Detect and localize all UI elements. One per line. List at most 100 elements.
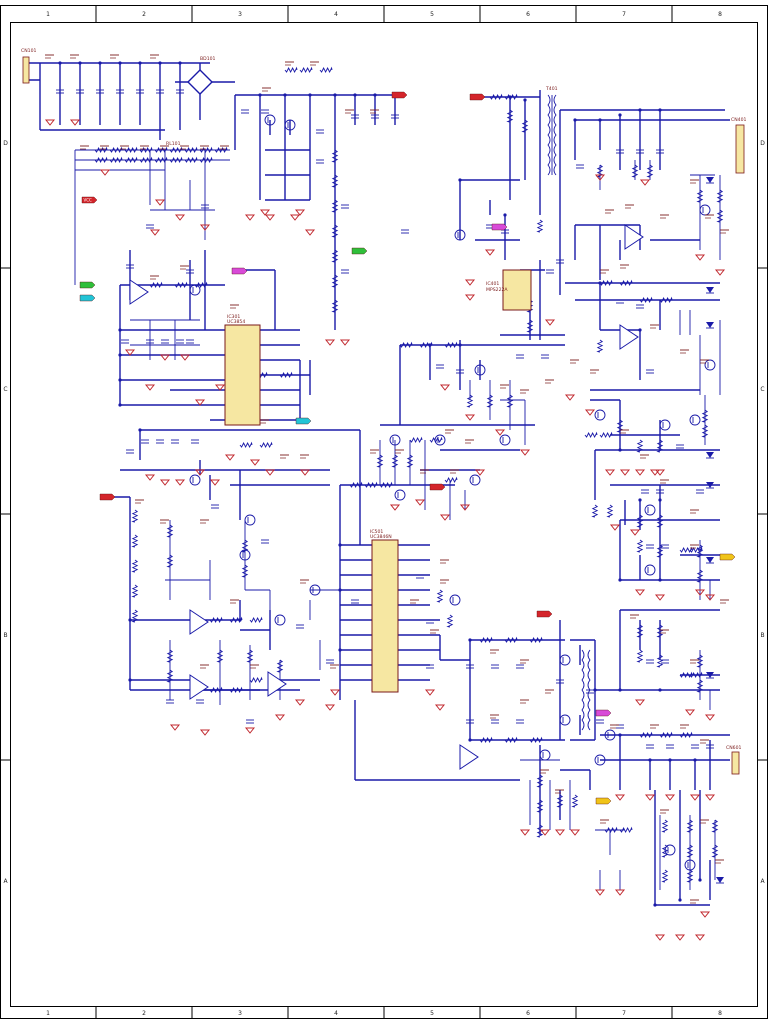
- ground-symbol: [699, 911, 711, 918]
- ground-symbol: [174, 214, 186, 221]
- resistor: [716, 209, 724, 223]
- resistor: [696, 654, 704, 668]
- net-flags: VCC: [79, 91, 736, 805]
- led-symbol: [706, 452, 714, 458]
- ground-symbol: [654, 469, 666, 476]
- resistor: [701, 424, 709, 438]
- resistor: [599, 431, 613, 439]
- opamp-symbol: [129, 279, 149, 305]
- opamp-symbol: [459, 744, 479, 770]
- svg-text:UC3846N: UC3846N: [370, 534, 392, 540]
- ground-symbol: [99, 169, 111, 176]
- ground-symbol: [439, 514, 451, 521]
- ground-symbol: [249, 459, 261, 466]
- svg-text:IC301: IC301: [227, 314, 240, 320]
- transistor-symbol: [684, 859, 696, 871]
- junction-dot: [118, 61, 122, 65]
- resistor: [166, 669, 174, 683]
- resistor: [536, 774, 544, 788]
- transistor-symbol: [309, 584, 321, 596]
- ic301: IC301 UC3854: [224, 314, 261, 426]
- resistor: [241, 564, 249, 578]
- junction-dot: [678, 898, 682, 902]
- resistor: [504, 636, 518, 644]
- transistor-symbol: [499, 434, 511, 446]
- ground-symbol: [554, 829, 566, 836]
- resistor: [619, 279, 633, 287]
- junction-dot: [58, 61, 62, 65]
- resistor: [331, 249, 339, 263]
- resistor: [131, 534, 139, 548]
- junction-dot: [458, 178, 462, 182]
- ground-symbol: [684, 709, 696, 716]
- resistor: [209, 686, 223, 694]
- ground-symbol: [274, 714, 286, 721]
- junction-dot: [118, 378, 122, 382]
- resistor: [599, 279, 613, 287]
- ground-symbol: [144, 384, 156, 391]
- junction-dot: [503, 213, 507, 217]
- transistor-symbol: [244, 514, 256, 526]
- resistor: [636, 439, 644, 453]
- resistor: [109, 156, 123, 164]
- transistor-symbol: [559, 654, 571, 666]
- resistor: [716, 189, 724, 203]
- resistor: [506, 394, 514, 408]
- resistor: [631, 164, 639, 178]
- ground-symbol: [544, 319, 556, 326]
- ground-symbol: [704, 714, 716, 721]
- ic501: IC501 UC3846N: [370, 529, 399, 693]
- row-label: C: [760, 386, 764, 393]
- resistor: [131, 559, 139, 573]
- resistor: [166, 524, 174, 538]
- column-label: 1: [46, 1010, 50, 1017]
- junction-dot: [508, 95, 512, 99]
- opamp-symbols: [129, 224, 644, 770]
- transformer-output: [581, 649, 591, 731]
- transistor-symbol: [284, 119, 296, 131]
- column-label: 2: [142, 1010, 146, 1017]
- transistor-symbol: [454, 229, 466, 241]
- ground-symbol: [704, 594, 716, 601]
- ground-symbol: [154, 199, 166, 206]
- ground-symbol: [199, 729, 211, 736]
- led-symbol: [706, 287, 714, 293]
- ground-symbol: [609, 524, 621, 531]
- ground-symbol: [674, 934, 686, 941]
- resistor: [604, 826, 618, 834]
- resistor: [489, 93, 503, 101]
- transistor-symbol: [604, 729, 616, 741]
- resistor: [616, 419, 624, 433]
- connector-cn601: CN601: [726, 745, 741, 775]
- resistor: [479, 736, 493, 744]
- resistor: [696, 189, 704, 203]
- junction-dot: [128, 618, 132, 622]
- svg-text:IC501: IC501: [370, 529, 383, 535]
- led-symbol: [716, 877, 724, 883]
- resistor: [94, 156, 108, 164]
- flag-mid-mag: [595, 709, 612, 717]
- ground-symbol: [289, 214, 301, 221]
- svg-text:MPS222A: MPS222A: [486, 287, 508, 293]
- resistor: [154, 156, 168, 164]
- junction-dot: [693, 758, 697, 762]
- ground-symbol: [264, 214, 276, 221]
- transformer-t401: T401: [545, 86, 558, 176]
- resistor: [284, 66, 298, 74]
- ground-symbol: [484, 249, 496, 256]
- resistor: [209, 616, 223, 624]
- opamp-symbol: [624, 224, 644, 250]
- flag-left-vcc-label: VCC: [84, 198, 93, 203]
- ground-symbol: [614, 794, 626, 801]
- flag-hv-in: [469, 93, 486, 101]
- ground-symbol: [414, 499, 426, 506]
- ground-symbol: [569, 829, 581, 836]
- transistor-symbol: [559, 714, 571, 726]
- led-symbol: [706, 557, 714, 563]
- flag-ac1: [79, 281, 96, 289]
- junction-dot: [78, 61, 82, 65]
- junction-dot: [178, 61, 182, 65]
- transistor-symbol: [594, 409, 606, 421]
- transistor-symbol: [644, 564, 656, 576]
